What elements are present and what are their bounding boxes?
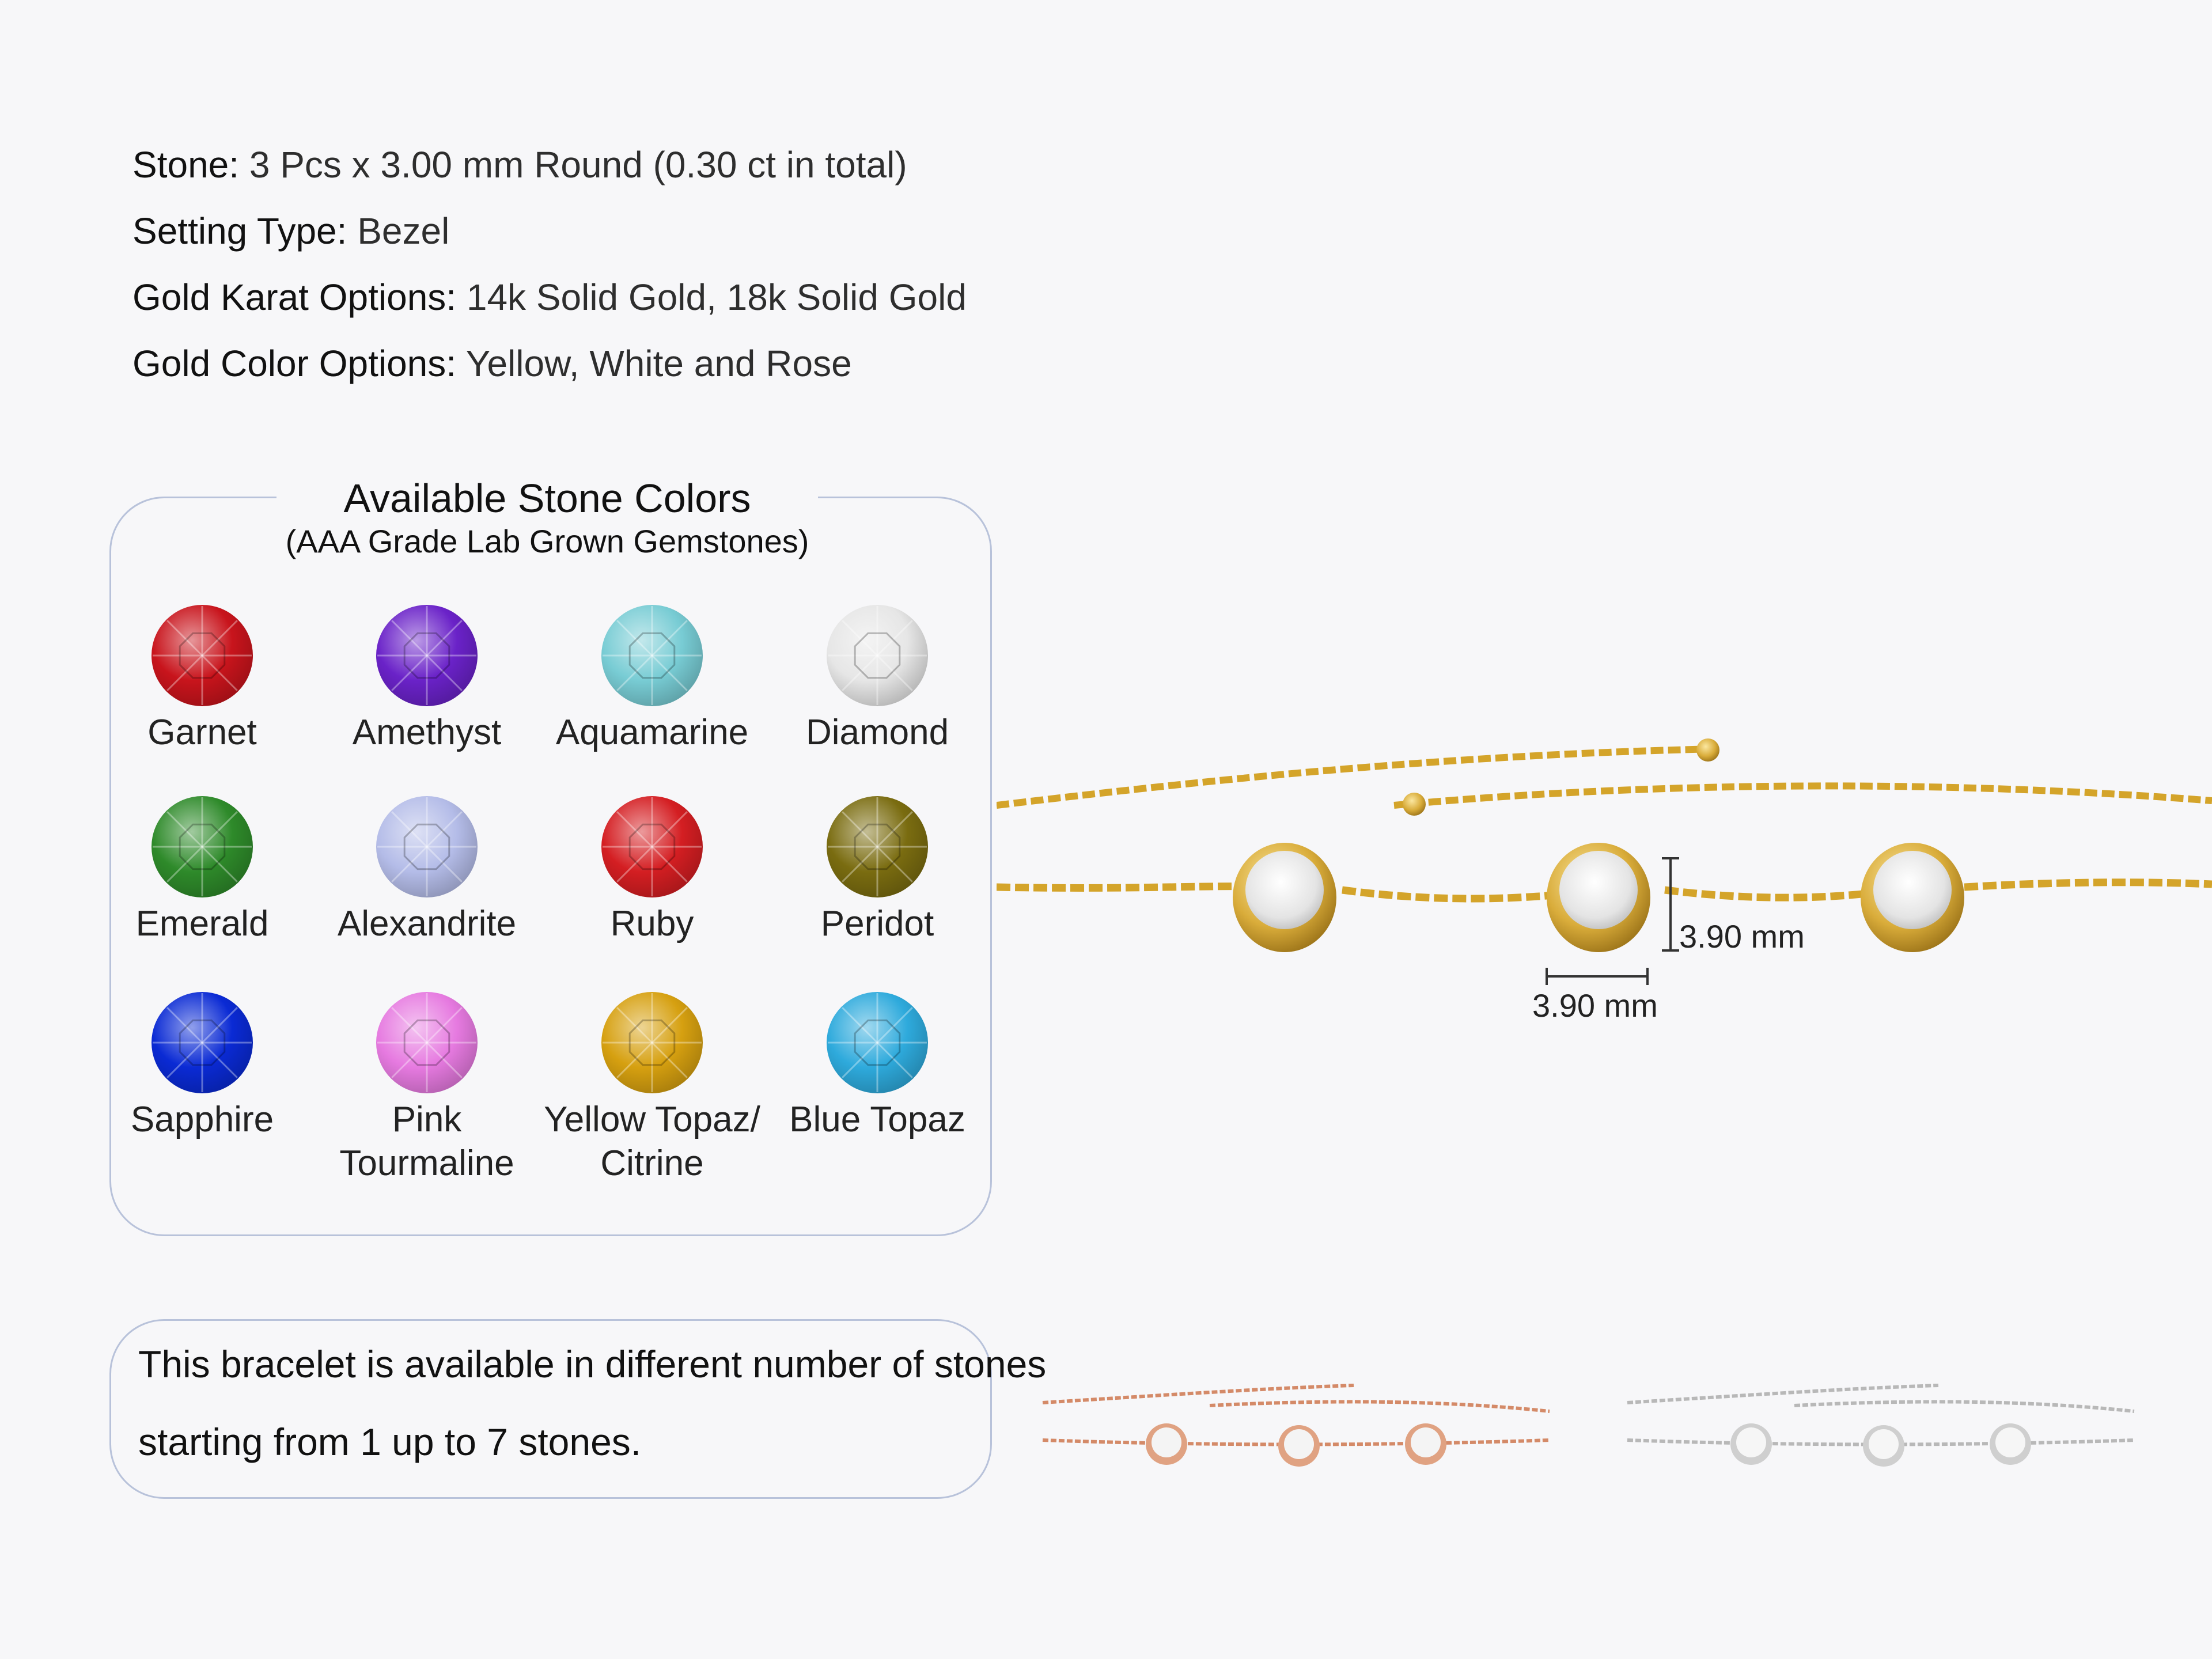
spec-label: Gold Karat Options: — [132, 276, 457, 318]
stone-blue-topaz: Blue Topaz — [765, 992, 990, 1142]
gem-facets — [603, 797, 702, 896]
stone-label: Sapphire — [130, 1100, 274, 1139]
gem-facets — [603, 606, 702, 705]
gem-facets — [828, 606, 927, 705]
stone-label: Amethyst — [352, 713, 502, 752]
bezel-stone-1 — [1233, 843, 1336, 952]
stone-colors-heading: Available Stone Colors (AAA Grade Lab Gr… — [276, 472, 818, 565]
sapphire-gem-icon — [151, 992, 253, 1093]
height-dimension-label: 3.90 mm — [1679, 918, 1805, 955]
stone-aquamarine: Aquamarine — [540, 605, 764, 755]
spec-label: Setting Type: — [132, 210, 347, 252]
spec-value: 3 Pcs x 3.00 mm Round (0.30 ct in total) — [249, 144, 907, 185]
bezel-stone-2 — [1547, 843, 1650, 952]
diamond-gem-icon — [827, 605, 928, 706]
gem-facets — [377, 797, 476, 896]
info-text-line: This bracelet is available in different … — [138, 1343, 1047, 1385]
stone-colors-title: Available Stone Colors — [343, 476, 751, 521]
stone-label: Aquamarine — [555, 713, 749, 752]
gem-facets — [153, 606, 252, 705]
gem-facets — [377, 606, 476, 705]
amethyst-gem-icon — [376, 605, 478, 706]
rose-gold-bracelet-image — [1042, 1384, 1550, 1467]
stone-amethyst: Amethyst — [315, 605, 539, 755]
stone-label-line: Pink — [392, 1100, 462, 1139]
aquamarine-gem-icon — [601, 605, 703, 706]
gem-facets — [603, 993, 702, 1092]
stone-yellow-topaz-citrine: Yellow Topaz/ Citrine — [540, 992, 764, 1185]
stone-diamond: Diamond — [765, 605, 990, 755]
spec-gold-karat: Gold Karat Options: 14k Solid Gold, 18k … — [132, 274, 967, 320]
stone-label: Blue Topaz — [789, 1100, 965, 1139]
spec-value: Bezel — [357, 210, 450, 252]
alexandrite-gem-icon — [376, 796, 478, 897]
spec-value: 14k Solid Gold, 18k Solid Gold — [466, 276, 967, 318]
spec-setting-type: Setting Type: Bezel — [132, 208, 449, 254]
stone-emerald: Emerald — [90, 796, 315, 946]
emerald-gem-icon — [151, 796, 253, 897]
spec-value: Yellow, White and Rose — [465, 343, 852, 384]
gem-facets — [828, 993, 927, 1092]
gem-facets — [153, 797, 252, 896]
stone-ruby: Ruby — [540, 796, 764, 946]
stone-label: Garnet — [147, 713, 257, 752]
ruby-gem-icon — [601, 796, 703, 897]
stone-label: Pink Tourmaline — [315, 1098, 539, 1185]
stone-label: Yellow Topaz/ Citrine — [540, 1098, 764, 1185]
stone-colors-subtitle: (AAA Grade Lab Grown Gemstones) — [285, 523, 809, 559]
gem-facets — [377, 993, 476, 1092]
stone-label-line: Citrine — [600, 1143, 704, 1183]
stone-label: Emerald — [135, 904, 269, 944]
spec-gold-color: Gold Color Options: Yellow, White and Ro… — [132, 340, 852, 387]
stone-label: Alexandrite — [337, 904, 517, 944]
stone-alexandrite: Alexandrite — [315, 796, 539, 946]
stone-label: Diamond — [805, 713, 949, 752]
pink-tourmaline-gem-icon — [376, 992, 478, 1093]
blue-topaz-gem-icon — [827, 992, 928, 1093]
stone-pink-tourmaline: Pink Tourmaline — [315, 992, 539, 1185]
stone-sapphire: Sapphire — [90, 992, 315, 1142]
gem-facets — [153, 993, 252, 1092]
stone-label-line: Tourmaline — [339, 1143, 514, 1183]
spec-stone: Stone: 3 Pcs x 3.00 mm Round (0.30 ct in… — [132, 142, 907, 188]
spec-label: Stone: — [132, 144, 240, 185]
white-gold-bracelet-image — [1627, 1384, 2135, 1467]
bezel-stone-3 — [1861, 843, 1964, 952]
stone-label-line: Yellow Topaz/ — [544, 1100, 760, 1139]
peridot-gem-icon — [827, 796, 928, 897]
info-text-line: starting from 1 up to 7 stones. — [138, 1421, 642, 1463]
stone-peridot: Peridot — [765, 796, 990, 946]
gem-facets — [828, 797, 927, 896]
spec-label: Gold Color Options: — [132, 343, 457, 384]
stone-garnet: Garnet — [90, 605, 315, 755]
yellow-gold-bracelet-image: 3.90 mm 3.90 mm — [997, 738, 2212, 1024]
width-dimension-label: 3.90 mm — [1532, 987, 1658, 1024]
stone-count-info-panel — [109, 1319, 992, 1499]
stone-label: Peridot — [820, 904, 934, 944]
garnet-gem-icon — [151, 605, 253, 706]
yellow-topaz-gem-icon — [601, 992, 703, 1093]
stone-label: Ruby — [610, 904, 694, 944]
